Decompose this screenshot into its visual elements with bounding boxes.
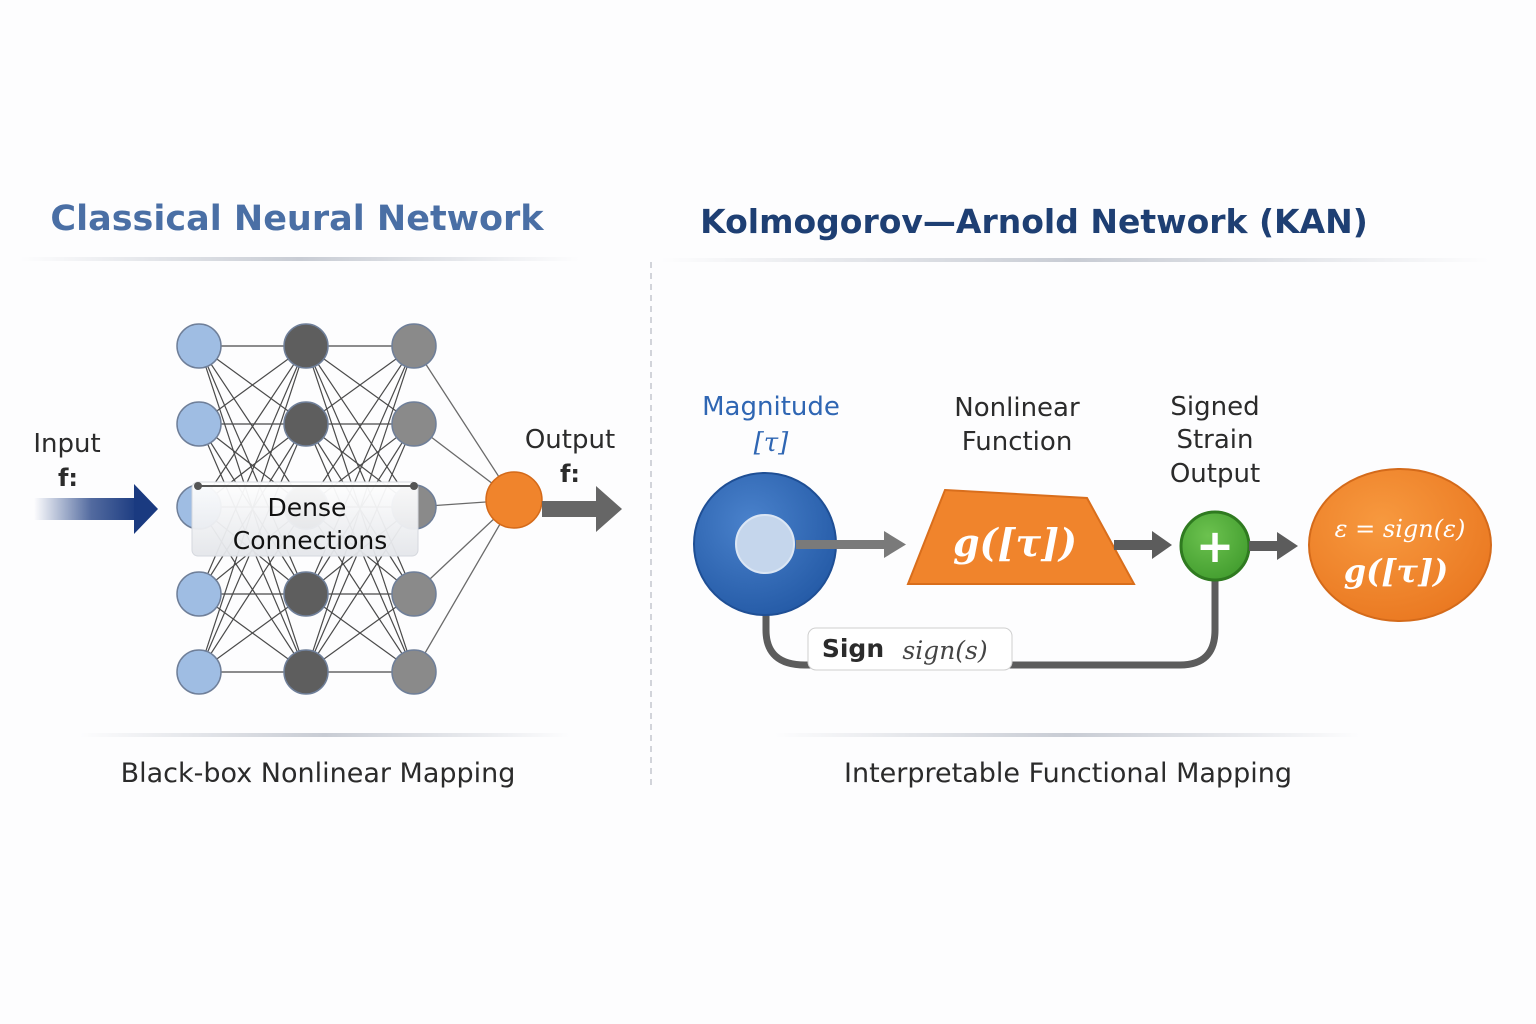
left-title-underline (20, 257, 580, 261)
arrow-function-to-sum (1114, 531, 1172, 559)
hidden-2-node (391, 323, 437, 369)
magnitude-symbol: [τ] (754, 428, 790, 458)
arrow-magnitude-to-function (796, 531, 906, 558)
output-symbol: f: (560, 460, 580, 488)
nonlinear-function-block (906, 488, 1136, 585)
left-caption-rule (80, 733, 570, 737)
right-title-underline (660, 258, 1490, 262)
input-node (176, 401, 222, 447)
hidden-1-node (283, 571, 329, 617)
left-title: Classical Neural Network (50, 199, 544, 239)
magnitude-label: Magnitude (702, 392, 840, 422)
output-label: Output (525, 425, 615, 455)
output-formula-line2: g([τ]) (1344, 552, 1448, 590)
signed-output-node (1308, 468, 1492, 622)
nonlinear-label-line2: Function (962, 427, 1073, 457)
dense-label-line2: Connections (233, 526, 387, 555)
sign-label: Sign (822, 634, 884, 663)
hidden-2-node (391, 649, 437, 695)
connection-line (413, 345, 515, 501)
input-symbol: f: (58, 464, 78, 492)
signed-label-line3: Output (1170, 459, 1260, 489)
signed-label-line2: Strain (1176, 425, 1253, 455)
input-node (176, 323, 222, 369)
hidden-1-node (283, 649, 329, 695)
signed-label-line1: Signed (1170, 392, 1259, 422)
sign-formula: sign(s) (902, 636, 987, 665)
connection-line (413, 499, 515, 673)
right-caption: Interpretable Functional Mapping (844, 758, 1292, 789)
magnitude-node (693, 472, 837, 616)
sign-label-box (807, 627, 1013, 671)
left-caption: Black-box Nonlinear Mapping (121, 758, 516, 789)
connection-line (305, 345, 415, 508)
plus-icon: + (1196, 519, 1235, 573)
hidden-2-node (391, 571, 437, 617)
hidden-1-node (283, 401, 329, 447)
nonlinear-label-line1: Nonlinear (954, 393, 1080, 423)
dense-label-line1: Dense (268, 493, 347, 522)
input-label: Input (33, 429, 100, 459)
function-text: g([τ]) (953, 520, 1077, 565)
input-node (176, 649, 222, 695)
connection-line (198, 345, 307, 508)
right-title: Kolmogorov—Arnold Network (KAN) (700, 202, 1368, 241)
input-arrow (34, 484, 158, 534)
sign-path (762, 576, 1219, 669)
arrow-sum-to-output (1249, 532, 1298, 560)
input-node (176, 571, 222, 617)
dense-connections-banner: Dense Connections (191, 481, 419, 557)
output-node (485, 471, 543, 529)
hidden-1-node (283, 323, 329, 369)
right-caption-rule (775, 733, 1360, 737)
output-formula-line1: ε = sign(ε) (1335, 515, 1466, 543)
output-arrow (542, 486, 622, 532)
hidden-2-node (391, 401, 437, 447)
